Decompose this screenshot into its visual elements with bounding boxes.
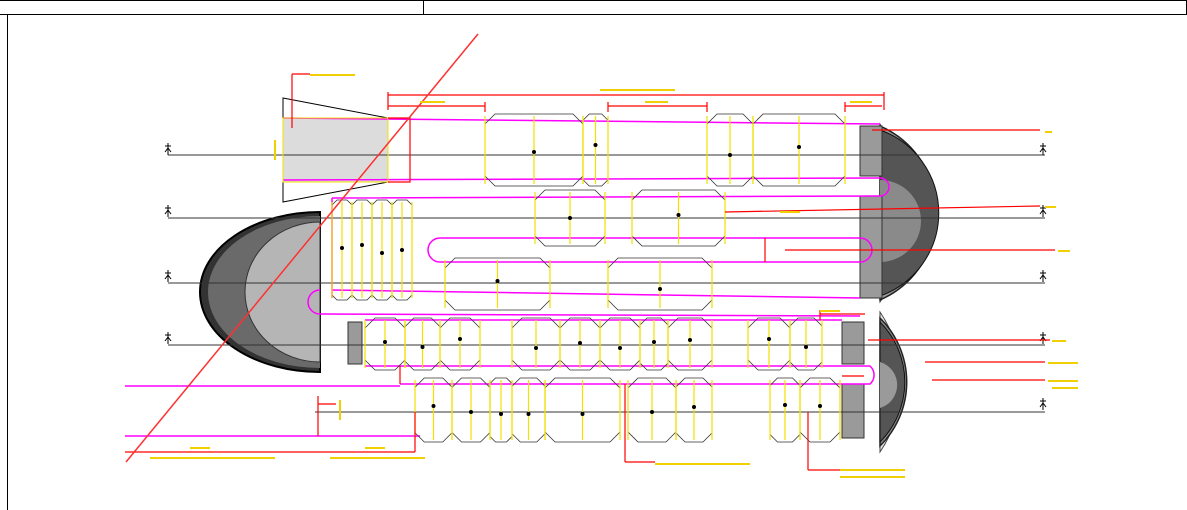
survey-point [618,346,622,350]
person-icon [164,205,172,217]
survey-point [658,287,662,291]
survey-point [728,153,732,157]
survey-point [420,345,425,349]
station-lines [168,154,1045,413]
survey-point [532,150,536,154]
person-icon [164,143,172,155]
red-dimensions [125,73,1055,471]
survey-point [783,403,787,407]
annotation-marks [150,74,1078,478]
yellow-outline [282,117,389,183]
survey-point [650,410,654,414]
survey-point [360,243,364,247]
diagonal-red-line [125,33,479,463]
survey-point [804,345,808,349]
survey-point [458,337,462,341]
left-semicircle [199,210,321,374]
survey-point [568,216,572,220]
survey-point [431,404,436,408]
survey-point [380,251,384,255]
person-icon [164,270,172,282]
survey-point [797,145,801,149]
person-icon [1039,332,1047,344]
survey-point [593,143,598,147]
survey-points [340,143,822,416]
person-icon [1039,270,1047,282]
survey-point [400,248,404,252]
survey-point [526,412,531,416]
survey-point [692,405,696,409]
survey-point [767,337,771,341]
survey-point [499,412,503,416]
survey-point [495,279,500,283]
survey-point [818,404,822,408]
right-semicircle-upper [879,122,940,304]
person-icon [1039,398,1047,410]
person-icon [164,332,172,344]
station-markers [164,143,1047,410]
person-icon [1039,143,1047,155]
survey-point [469,410,473,414]
survey-point [534,346,538,350]
survey-point [383,340,387,344]
survey-point [676,213,681,217]
survey-point [652,340,656,344]
survey-point [688,338,692,342]
survey-point [340,246,344,250]
survey-point [578,341,582,345]
right-semicircle-lower [879,310,908,454]
survey-point [580,412,585,416]
octagon-segments [331,113,846,443]
serpentine-channel [125,117,890,437]
